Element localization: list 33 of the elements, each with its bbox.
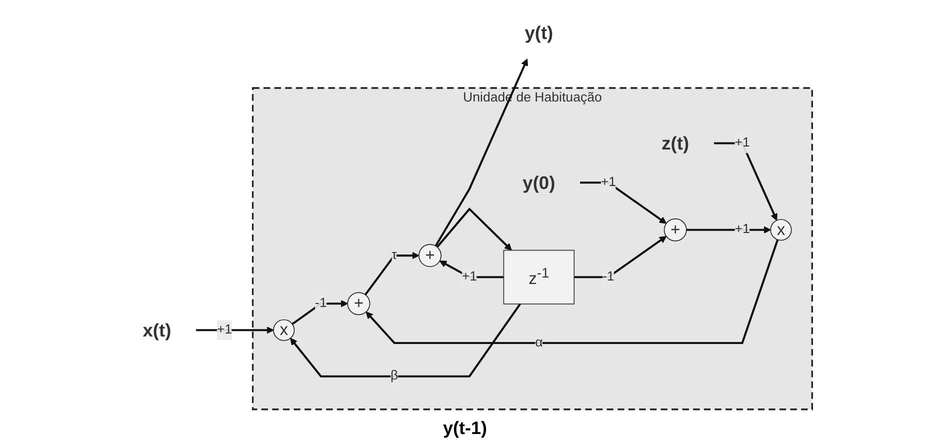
edge-label: +1 bbox=[734, 136, 750, 150]
node-circle: + bbox=[418, 244, 442, 268]
arrow bbox=[439, 260, 504, 278]
signal-label: y(t-1) bbox=[443, 418, 487, 438]
edge-label: τ bbox=[392, 248, 397, 262]
edge-label: β bbox=[390, 368, 398, 383]
edge-label: -1 bbox=[315, 296, 327, 310]
node-circle: + bbox=[347, 292, 370, 316]
arrow bbox=[714, 142, 778, 221]
arrow bbox=[434, 58, 528, 247]
edge-label: +1 bbox=[600, 175, 616, 190]
arrow bbox=[196, 326, 274, 334]
arrow bbox=[364, 252, 420, 296]
edge-label: α bbox=[535, 336, 543, 350]
edge-label: +1 bbox=[734, 222, 750, 237]
node-circle: x bbox=[770, 219, 792, 241]
node-text: x(t) bbox=[142, 320, 172, 341]
node-circle: + bbox=[664, 218, 687, 242]
arrow bbox=[366, 239, 779, 344]
edge-label: -1 bbox=[602, 270, 614, 284]
arrow bbox=[574, 236, 667, 278]
node-text: z(t) bbox=[662, 132, 690, 154]
arrow bbox=[580, 182, 667, 224]
node-text: y(0) bbox=[522, 172, 556, 193]
edge-label: +1 bbox=[216, 322, 232, 337]
arrow bbox=[436, 208, 512, 251]
arrow bbox=[290, 303, 521, 378]
arrow bbox=[686, 226, 771, 234]
edge-label: +1 bbox=[462, 270, 478, 284]
node-circle: x bbox=[273, 319, 295, 341]
node-box: z$^{-1}$ bbox=[503, 250, 575, 304]
arrow bbox=[292, 300, 348, 325]
node-text: y(t) bbox=[524, 22, 554, 44]
